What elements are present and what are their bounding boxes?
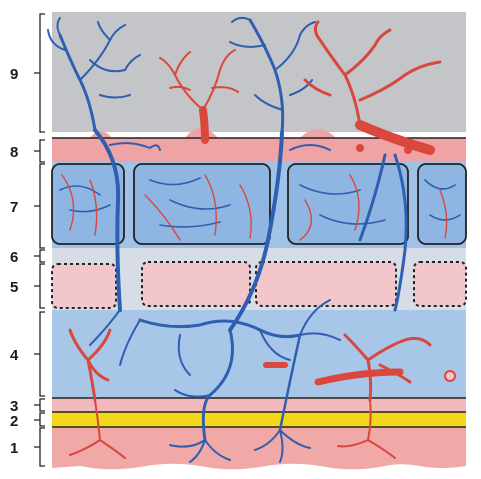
label-2: 2	[10, 413, 18, 430]
label-5: 5	[10, 279, 18, 296]
layer-5-cell	[142, 262, 250, 306]
label-8: 8	[10, 144, 18, 161]
layer-5-cell	[52, 264, 116, 308]
label-7: 7	[10, 199, 18, 216]
bracket-6	[34, 250, 45, 262]
layer-4-band	[52, 310, 466, 398]
arteriole-cross-section	[404, 146, 412, 154]
bracket-4	[34, 312, 45, 396]
bracket-7	[34, 164, 45, 248]
bracket-9	[34, 14, 45, 132]
layer-5-cell	[256, 262, 396, 306]
label-1: 1	[10, 440, 18, 457]
label-4: 4	[10, 347, 19, 364]
bracket-8	[34, 140, 45, 162]
arteriole-cross-section	[445, 371, 455, 381]
bracket-5	[34, 264, 45, 308]
bracket-1	[34, 428, 45, 466]
arteriole-cross-section	[356, 144, 364, 152]
bracket-3	[34, 399, 45, 411]
layer-labels: 9 8 7 6 5 4 3 2 1	[10, 14, 45, 466]
layer-5-cell	[414, 262, 466, 306]
layer-7-cell	[288, 164, 408, 244]
layer-7-cell	[418, 164, 466, 244]
label-6: 6	[10, 249, 18, 266]
layer-2-band	[52, 412, 466, 427]
label-9: 9	[10, 66, 18, 83]
bracket-2	[34, 413, 45, 426]
layer-3-band	[52, 398, 466, 412]
